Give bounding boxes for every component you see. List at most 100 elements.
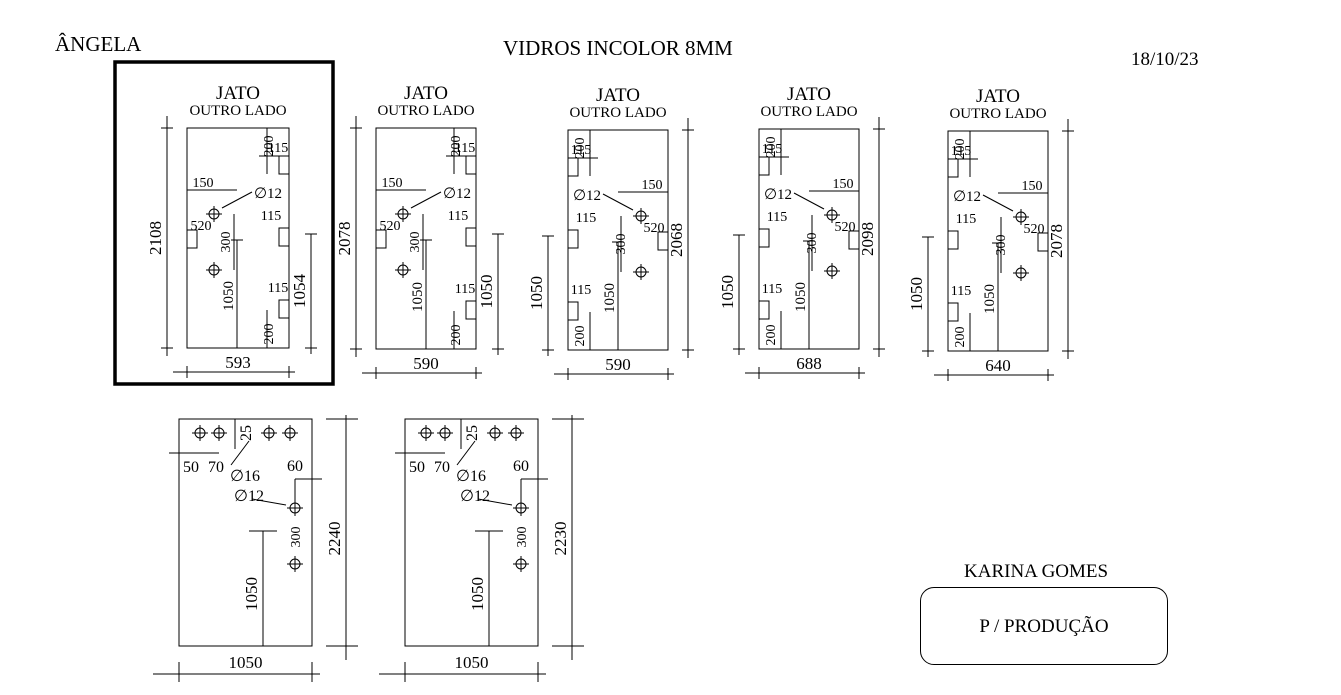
hinge-cutout — [948, 158, 959, 178]
hinge-offset-label: 200 — [573, 138, 588, 159]
top-hole — [282, 425, 298, 441]
height-label: 2078 — [1047, 224, 1066, 258]
hinge-dimension-label: 115 — [268, 281, 288, 296]
height-label: 2098 — [858, 222, 877, 256]
lock-offset-label: 520 — [380, 219, 401, 234]
outer-height-label: 1050 — [477, 275, 496, 309]
handle-hole-bottom — [1013, 265, 1029, 281]
mid-height-label: 1050 — [468, 577, 487, 611]
width-label: 590 — [413, 354, 439, 373]
mid-height-label: 1050 — [410, 282, 426, 312]
hinge-cutout — [278, 155, 289, 175]
top-hole-offset-label: 50 — [183, 459, 199, 476]
hinge-dimension-label: 115 — [268, 141, 288, 156]
hinge-cutout — [278, 227, 289, 247]
outro-lado-label: OUTRO LADO — [189, 103, 286, 119]
jato-label: JATO — [596, 85, 640, 106]
hole-spacing-label: 300 — [219, 232, 234, 253]
top-hole-offset-label: 25 — [464, 425, 481, 441]
hinge-dimension-label: 115 — [951, 284, 971, 299]
lock-offset-label: 520 — [191, 219, 212, 234]
hinge-offset-label: 200 — [953, 327, 968, 348]
handle-offset-label: 150 — [193, 176, 214, 191]
mid-height-label: 1050 — [221, 281, 237, 311]
page-title: VIDROS INCOLOR 8MM — [503, 36, 733, 60]
hinge-cutout — [948, 302, 959, 322]
hinge-dimension-label: 115 — [951, 144, 971, 159]
hinge-cutout — [657, 231, 668, 251]
hinge-cutout — [1037, 232, 1048, 252]
diameter-leader — [982, 194, 1014, 212]
mid-height-label: 1050 — [793, 282, 809, 312]
diameter-leader — [602, 193, 634, 211]
date: 18/10/23 — [1131, 49, 1199, 70]
diameter-leader — [456, 440, 476, 466]
mid-height-label: 1050 — [242, 577, 261, 611]
hinge-dimension-label: 115 — [455, 282, 475, 297]
hinge-cutout — [187, 229, 198, 249]
outro-lado-label: OUTRO LADO — [377, 103, 474, 119]
top-hole — [192, 425, 208, 441]
top-hole-offset-label: 70 — [208, 459, 224, 476]
diameter-leader — [793, 192, 825, 210]
hole-diameter-label: ∅16 — [456, 468, 486, 485]
hole-spacing-label: 300 — [515, 527, 530, 548]
handle-offset-label: 150 — [642, 178, 663, 193]
outro-lado-label: OUTRO LADO — [569, 105, 666, 121]
outer-height-label: 1050 — [527, 276, 546, 310]
hinge-cutout — [759, 156, 770, 176]
handle-hole-bottom — [206, 262, 222, 278]
glass-outline — [404, 418, 539, 647]
hinge-cutout — [568, 157, 579, 177]
hole-spacing-label: 300 — [994, 235, 1009, 256]
hinge-offset-label: 200 — [573, 326, 588, 347]
hole-diameter-label: ∅12 — [254, 186, 282, 202]
client-signature-name: KARINA GOMES — [964, 561, 1109, 582]
handle-hole-top — [824, 207, 840, 223]
top-hole — [261, 425, 277, 441]
hinge-offset-label: 200 — [262, 136, 277, 157]
hinge-dimension-label: 115 — [571, 283, 591, 298]
hinge-dimension-label: 115 — [576, 211, 596, 226]
height-label: 2108 — [146, 221, 165, 255]
outer-height-label: 1054 — [290, 274, 309, 309]
width-label: 1050 — [455, 653, 489, 672]
handle-hole-bottom — [287, 556, 303, 572]
handle-hole-bottom — [633, 264, 649, 280]
hinge-cutout — [278, 299, 289, 319]
glass-outline — [178, 418, 313, 647]
handle-offset-label: 150 — [1022, 179, 1043, 194]
hinge-cutout — [465, 300, 476, 320]
hinge-dimension-label: 115 — [455, 141, 475, 156]
mid-height-label: 1050 — [982, 284, 998, 314]
outer-height-label: 1050 — [907, 277, 926, 311]
hinge-offset-label: 200 — [953, 139, 968, 160]
hinge-cutout — [568, 301, 579, 321]
handle-hole-top — [1013, 209, 1029, 225]
hole-spacing-label: 300 — [289, 527, 304, 548]
width-label: 688 — [796, 354, 822, 373]
diameter-leader — [221, 191, 253, 209]
handle-offset-label: 150 — [382, 176, 403, 191]
diameter-leader — [477, 498, 513, 506]
top-hole — [508, 425, 524, 441]
diameter-leader — [230, 440, 250, 466]
hole-diameter-label: ∅12 — [764, 187, 792, 203]
handle-hole-bottom — [824, 263, 840, 279]
hinge-cutout — [848, 230, 859, 250]
lock-offset-label: 520 — [644, 221, 665, 236]
width-label: 640 — [985, 356, 1011, 375]
jato-label: JATO — [404, 83, 448, 104]
width-label: 1050 — [229, 653, 263, 672]
hinge-dimension-label: 115 — [762, 282, 782, 297]
jato-label: JATO — [976, 86, 1020, 107]
height-label: 2078 — [335, 222, 354, 256]
hinge-offset-label: 200 — [764, 137, 779, 158]
width-label: 590 — [605, 355, 631, 374]
handle-offset-label: 60 — [513, 458, 529, 475]
